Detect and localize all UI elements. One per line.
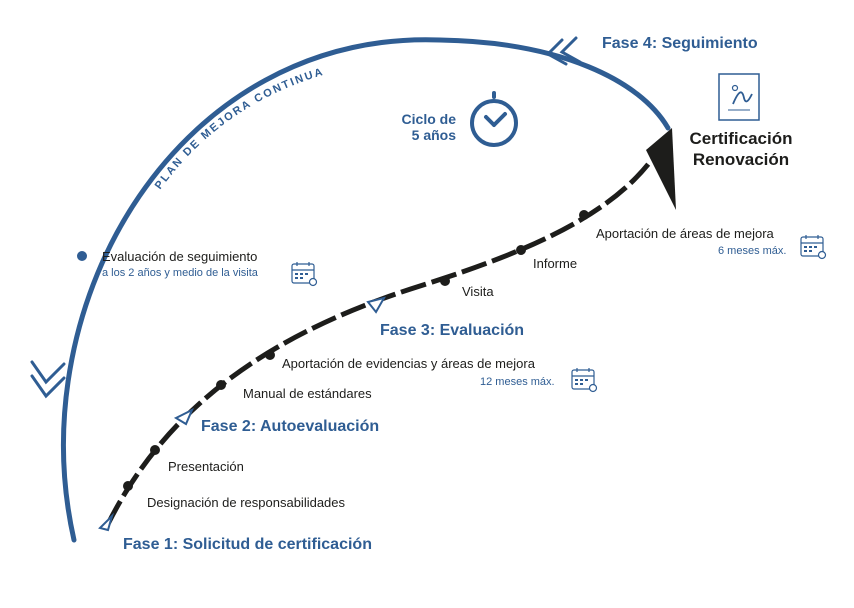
step-dot-presentacion [150,445,160,455]
phase2-marker-icon [173,407,194,426]
arc-chevron-top [545,36,582,66]
phase1-marker-icon [98,512,115,532]
certification-line2: Renovación [692,150,790,169]
arc-chevron-left [30,360,66,399]
cycle-label: Ciclo de 5 años [386,111,456,143]
step-dot-informe [516,245,526,255]
process-arrowhead [646,128,676,210]
calendar-icon-areas [800,235,827,260]
follow-up-title: Evaluación de seguimiento [102,249,258,264]
step-areas-mejora-time: 6 meses máx. [718,245,787,257]
phase-markers [98,296,387,532]
step-dot-evidencias [265,350,275,360]
calendar-icon-evidencias [571,368,598,393]
step-areas-mejora: Aportación de áreas de mejora [596,226,774,241]
step-visita: Visita [462,284,494,299]
step-dot-areas [579,210,589,220]
step-dot-visita [440,276,450,286]
step-evidencias: Aportación de evidencias y áreas de mejo… [282,356,535,371]
step-informe: Informe [533,256,578,271]
follow-up-dot [77,251,87,261]
step-dot-designacion [123,481,133,491]
clock-icon [470,91,518,147]
step-dot-manual [216,380,226,390]
phase3-marker-icon [366,296,387,314]
step-designacion: Designación de responsabilidades [147,495,346,510]
phase2-label: Fase 2: Autoevaluación [201,418,380,435]
process-path [105,146,663,526]
calendar-icon-followup [291,262,318,287]
phase3-label: Fase 3: Evaluación [380,322,525,339]
certification-line1: Certificación [689,129,793,148]
cycle-line2: 5 años [411,127,456,143]
step-evidencias-time: 12 meses máx. [480,376,555,388]
step-dots [123,210,589,491]
cycle-line1: Ciclo de [401,111,456,127]
phase1-label: Fase 1: Solicitud de certificación [123,536,372,553]
certification-label: Certificación Renovación [672,128,810,170]
step-manual: Manual de estándares [243,386,372,401]
step-presentacion: Presentación [168,459,244,474]
certificate-icon [718,73,760,121]
continuous-improvement-arc [61,37,671,543]
arc-label: PLAN DE MEJORA CONTINUA [153,66,326,192]
follow-up-subtitle: a los 2 años y medio de la visita [102,267,258,279]
phase4-label: Fase 4: Seguimiento [602,35,758,52]
